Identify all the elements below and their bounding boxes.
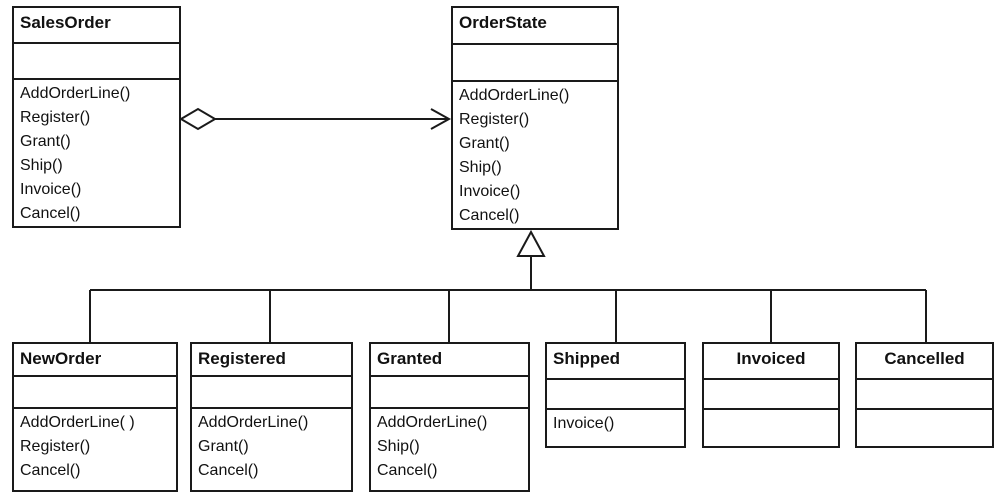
operation-item: AddOrderLine( ) [20,414,135,431]
operation-item: Invoice() [459,183,521,200]
class-sales-order: SalesOrder AddOrderLine() Register() Grant… [12,6,181,228]
class-name: SalesOrder [14,8,179,45]
operation-item: AddOrderLine() [198,414,309,431]
class-order-state: OrderState AddOrderLine() Register() Grant… [451,6,619,230]
operation-item: AddOrderLine() [377,414,488,431]
class-attributes [371,377,528,409]
class-granted: Granted AddOrderLine() Ship() Cancel() [369,342,530,492]
class-operations [704,410,838,446]
operation-item: Grant() [198,438,249,455]
class-attributes [704,380,838,410]
class-name: NewOrder [14,344,176,377]
class-attributes [14,44,179,80]
operation-item: Register() [20,109,91,126]
class-attributes [547,380,684,410]
class-operations: AddOrderLine( ) Register() Cancel() [14,409,176,490]
class-name: Invoiced [704,344,838,380]
operation-item: Ship() [20,157,63,174]
class-operations: Invoice() [547,410,684,446]
class-name: OrderState [453,8,617,46]
operation-item: Cancel() [20,205,81,222]
operation-item: Register() [459,111,530,128]
class-attributes [14,377,176,409]
class-attributes [192,377,351,409]
class-operations: AddOrderLine() Register() Grant() Ship() Inv… [453,82,617,228]
class-cancelled: Cancelled [855,342,994,448]
class-attributes [857,380,992,410]
generalization-triangle [516,229,546,257]
operation-item: Cancel() [377,462,438,479]
operation-item: Register() [20,438,91,455]
operation-item: AddOrderLine() [20,85,131,102]
class-name: Registered [192,344,351,377]
operation-item: Cancel() [459,207,520,224]
class-new-order: NewOrder AddOrderLine( ) Register() Cancel… [12,342,178,492]
class-name: Granted [371,344,528,377]
operation-item: Cancel() [198,462,259,479]
operation-item: Ship() [459,159,502,176]
operation-item: Invoice() [20,181,82,198]
class-shipped: Shipped Invoice() [545,342,686,448]
class-operations: AddOrderLine() Register() Grant() Ship() Inv… [14,80,179,226]
class-name: Cancelled [857,344,992,380]
class-registered: Registered AddOrderLine() Grant() Cancel() [190,342,353,492]
aggregation-connector [179,107,452,131]
operation-item: Cancel() [20,462,81,479]
class-invoiced: Invoiced [702,342,840,448]
class-attributes [453,45,617,82]
operation-item: Ship() [377,438,420,455]
class-operations: AddOrderLine() Ship() Cancel() [371,409,528,490]
class-name: Shipped [547,344,684,380]
operation-item: AddOrderLine() [459,87,570,104]
operation-item: Grant() [20,133,71,150]
operation-item: Grant() [459,135,510,152]
navigability-arrowhead [430,108,452,130]
class-operations [857,410,992,446]
operation-item: Invoice() [553,415,615,432]
class-operations: AddOrderLine() Grant() Cancel() [192,409,351,490]
aggregation-diamond [179,107,217,131]
generalization-connector [89,229,927,342]
